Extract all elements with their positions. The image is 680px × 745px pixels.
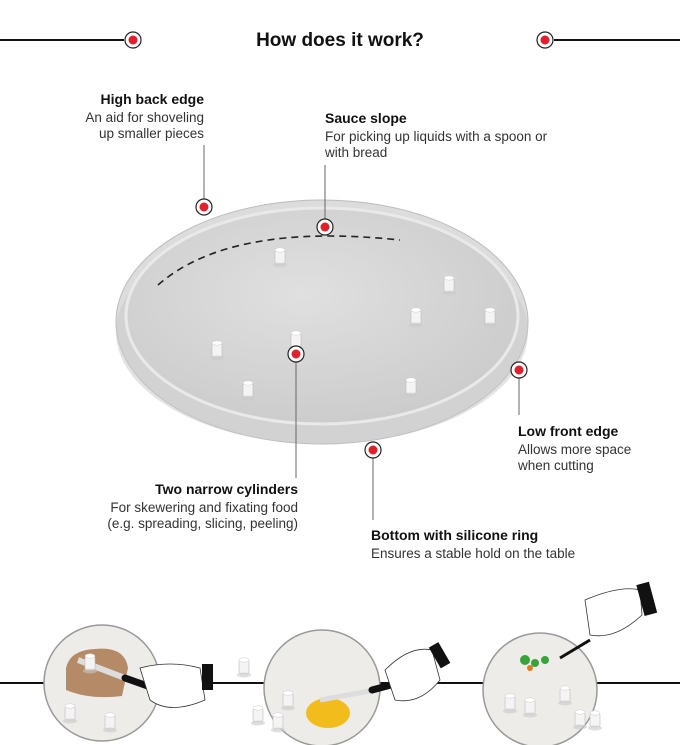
callout-title: High back edge	[100, 91, 204, 107]
callout-sauce-slope: Sauce slope For picking up liquids with …	[325, 110, 547, 161]
header-rule-right	[536, 31, 680, 49]
callout-text: Ensures a stable hold on the table	[371, 546, 576, 561]
callout-title: Low front edge	[518, 423, 619, 439]
callout-high-back-edge: High back edge An aid for shoveling up s…	[85, 91, 204, 142]
callout-text: up smaller pieces	[98, 126, 204, 141]
page-title: How does it work?	[256, 30, 424, 51]
marker-back-edge	[195, 198, 213, 216]
marker-silicone-ring	[364, 441, 382, 459]
callout-title: Bottom with silicone ring	[371, 527, 539, 543]
callout-low-front-edge: Low front edge Allows more space when cu…	[518, 423, 631, 474]
callout-title: Sauce slope	[325, 110, 407, 126]
callout-text: An aid for shoveling	[85, 110, 204, 125]
callout-text: Allows more space	[518, 442, 632, 457]
callout-text: (e.g. spreading, slicing, peeling)	[107, 516, 298, 531]
header-rule-left	[0, 31, 142, 49]
callout-text: For skewering and fixating food	[110, 500, 298, 515]
step-spreading-bread	[43, 624, 213, 742]
step-scooping-vegetables	[482, 581, 658, 745]
marker-cylinders	[287, 345, 305, 363]
callout-text: when cutting	[518, 458, 594, 473]
callout-text: For picking up liquids with a spoon or	[325, 129, 548, 144]
callout-title: Two narrow cylinders	[155, 481, 298, 497]
callout-silicone-ring: Bottom with silicone ring Ensures a stab…	[371, 527, 575, 562]
marker-sauce-slope	[316, 218, 334, 236]
step-cutting-egg	[236, 629, 451, 745]
plate	[115, 199, 529, 445]
callout-two-narrow-cylinders: Two narrow cylinders For skewering and f…	[107, 481, 298, 532]
marker-front-edge	[510, 361, 528, 379]
callout-text: with bread	[325, 145, 388, 160]
